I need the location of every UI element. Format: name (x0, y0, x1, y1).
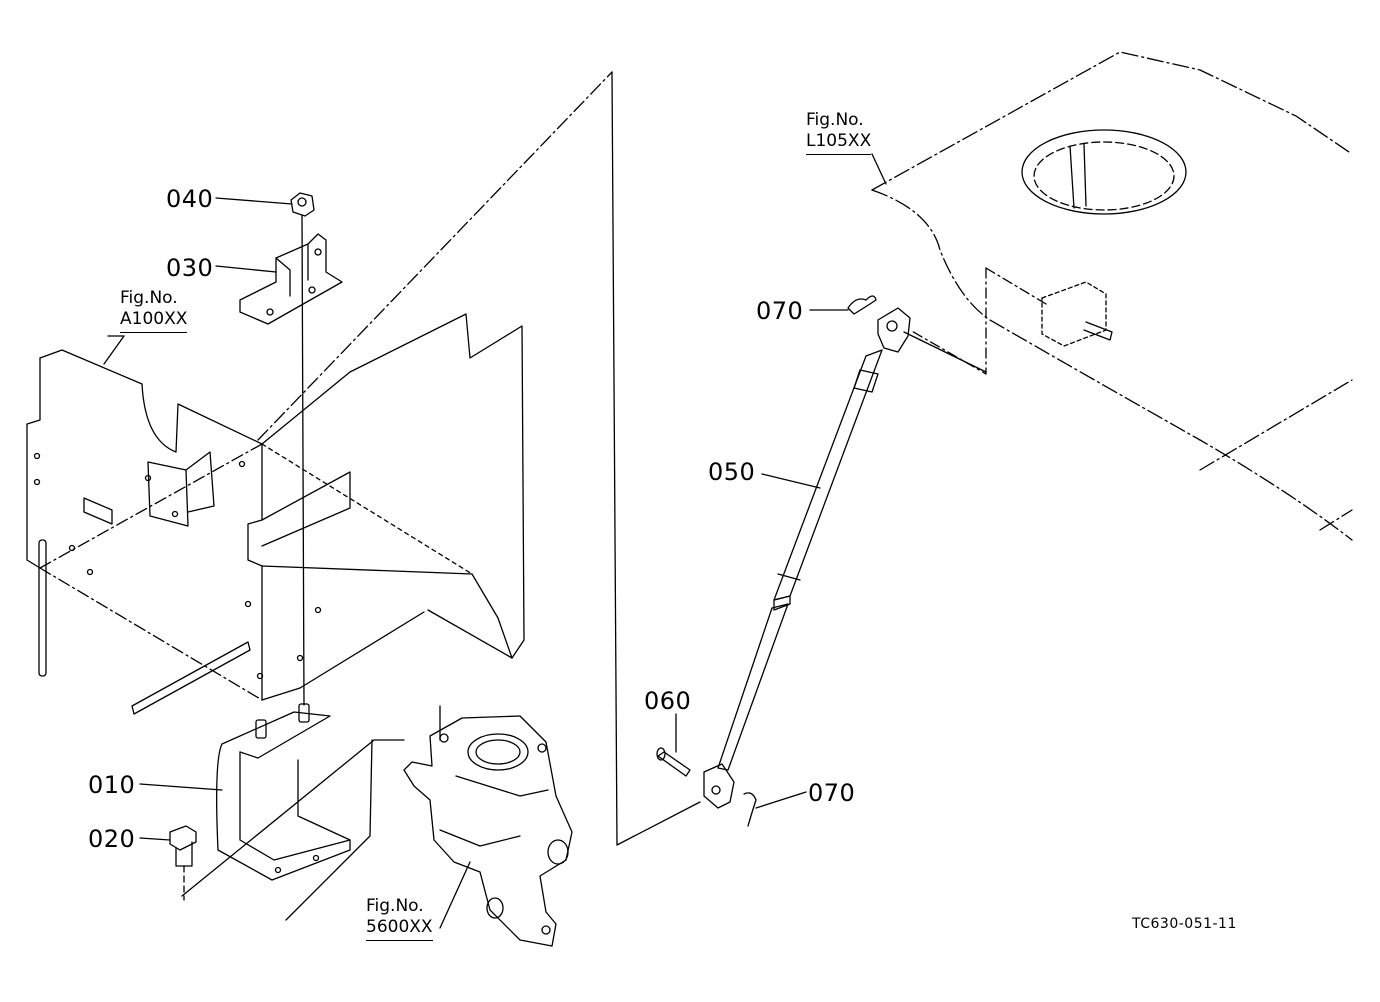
part-label-070-upper: 070 (756, 297, 804, 325)
leader-lines (103, 153, 887, 929)
bracket-housing-links (181, 705, 441, 921)
clip-070-upper (847, 295, 877, 315)
bracket-030 (239, 233, 343, 325)
part-label-030: 030 (166, 254, 214, 282)
pin-060 (656, 747, 691, 777)
figure-ref-a100xx: Fig.No. A100XX (120, 288, 188, 333)
background-panel (257, 71, 701, 846)
part-label-020: 020 (88, 825, 136, 853)
figure-ref-number: L105XX (806, 131, 872, 155)
bracket-010 (216, 703, 351, 881)
part-label-070-lower: 070 (808, 779, 856, 807)
figure-ref-title: Fig.No. (120, 288, 178, 308)
figure-ref-l105xx: Fig.No. L105XX (806, 110, 872, 155)
figure-ref-title: Fig.No. (366, 896, 424, 916)
hood-strut-link (903, 331, 987, 373)
part-label-040: 040 (166, 185, 214, 213)
figure-ref-number: 5600XX (366, 917, 433, 941)
clip-070-lower (743, 792, 757, 827)
hood-panel (871, 51, 1353, 541)
axis-line-center (301, 215, 305, 706)
rod-left (38, 539, 47, 677)
bolt-020 (169, 825, 197, 901)
part-label-010: 010 (88, 771, 136, 799)
figure-ref-title: Fig.No. (806, 110, 864, 130)
clevis-lower (703, 763, 735, 809)
gas-strut-050 (717, 307, 911, 771)
rod-diagonal (131, 641, 251, 715)
nut-040 (290, 192, 315, 217)
frame-bracket-assembly (26, 313, 525, 701)
part-label-060: 060 (644, 687, 692, 715)
part-label-050: 050 (708, 458, 756, 486)
figure-ref-number: A100XX (120, 309, 188, 333)
figure-ref-5600xx: Fig.No. 5600XX (366, 896, 433, 941)
drawing-code: TC630-051-11 (1132, 916, 1237, 932)
